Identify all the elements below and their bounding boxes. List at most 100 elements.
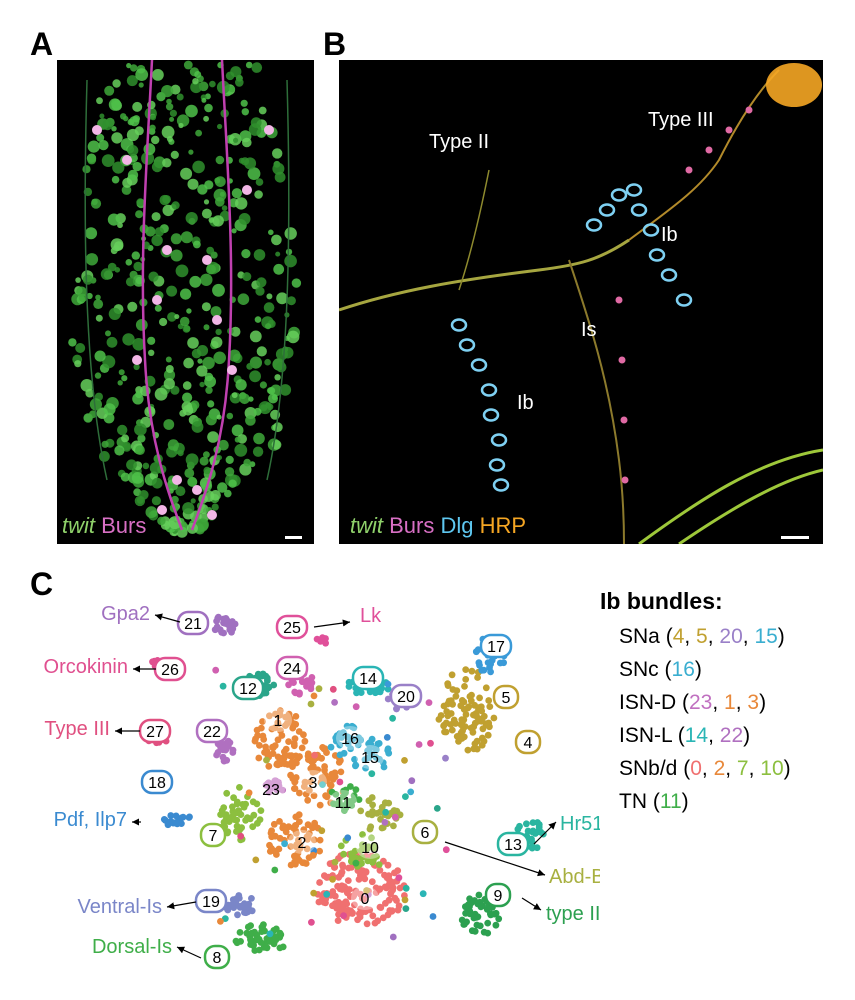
cluster-label-27: 27	[146, 724, 164, 741]
umap-point	[368, 878, 376, 886]
umap-point	[475, 891, 483, 899]
umap-point	[229, 749, 237, 756]
umap-point-stray	[402, 793, 409, 800]
umap-point	[257, 807, 265, 814]
umap-point	[473, 921, 481, 929]
umap-point-stray	[395, 874, 403, 882]
umap-point	[231, 809, 239, 817]
umap-point	[287, 843, 295, 850]
umap-point	[468, 667, 476, 675]
umap-point	[352, 762, 359, 770]
umap-point	[291, 785, 298, 792]
umap-point	[263, 674, 271, 682]
umap-point	[303, 845, 311, 853]
umap-point	[288, 758, 296, 766]
umap-point	[478, 734, 486, 742]
umap-point	[275, 845, 283, 853]
umap-point	[367, 740, 375, 748]
umap-point	[533, 844, 541, 852]
umap-point	[473, 737, 481, 745]
cluster-label-box-9	[484, 882, 512, 908]
umap-point	[219, 810, 227, 818]
umap-point	[249, 823, 257, 831]
umap-point-stray	[425, 699, 433, 706]
umap-point-stray	[331, 699, 338, 706]
cluster-label-2: 2	[298, 835, 307, 852]
umap-point	[329, 902, 336, 910]
umap-point	[340, 850, 347, 858]
umap-point	[338, 868, 346, 876]
umap-point	[379, 759, 387, 766]
cluster-label-box-8	[203, 944, 231, 970]
umap-point	[453, 687, 461, 694]
cluster-label-halo-0	[351, 886, 379, 910]
umap-point	[321, 763, 328, 770]
umap-point	[385, 872, 393, 879]
umap-point	[339, 901, 346, 909]
umap-point	[265, 789, 273, 796]
umap-point	[368, 794, 376, 801]
umap-point-stray	[419, 890, 427, 898]
umap-point	[262, 781, 270, 789]
umap-point-stray	[308, 918, 315, 926]
umap-point	[485, 697, 493, 704]
umap-point-stray	[319, 781, 326, 788]
umap-point	[244, 923, 252, 931]
umap-point-stray	[407, 788, 415, 796]
umap-point	[316, 879, 323, 886]
umap-point	[228, 618, 236, 625]
umap-point	[283, 720, 291, 728]
umap-point	[306, 787, 313, 794]
umap-point-stray	[318, 827, 326, 835]
legend-row: ISN-D (23, 1, 3)	[619, 691, 767, 714]
umap-point	[492, 909, 500, 917]
umap-point	[274, 736, 282, 744]
umap-point	[379, 824, 387, 831]
umap-point	[362, 908, 369, 915]
umap-point	[345, 886, 353, 893]
umap-point	[444, 680, 452, 688]
cluster-label-14: 14	[359, 671, 377, 688]
umap-point	[298, 744, 306, 752]
umap-point	[247, 931, 255, 938]
umap-point	[277, 931, 285, 939]
umap-point-stray	[389, 933, 397, 941]
annot-is: Is	[581, 319, 597, 341]
annotation-label: Ventral-Is	[78, 896, 162, 918]
umap-point-stray	[384, 680, 392, 688]
umap-point	[343, 722, 351, 730]
umap-point	[250, 811, 258, 819]
legend-cluster-id: 1	[724, 691, 736, 714]
umap-point	[486, 703, 494, 710]
umap-point-stray	[329, 875, 336, 883]
umap-point-stray	[315, 685, 323, 693]
umap-point	[260, 736, 268, 743]
umap-point	[369, 808, 376, 815]
umap-point	[348, 864, 355, 871]
cluster-label-halo-3	[299, 770, 327, 794]
umap-point	[285, 738, 292, 745]
umap-point-stray	[263, 756, 270, 764]
legend-cluster-id: 0	[690, 757, 702, 780]
umap-point	[476, 694, 483, 702]
cluster-label-21: 21	[184, 616, 202, 633]
annotation-label: Dorsal-Is	[92, 936, 172, 958]
cluster-label-box-4	[514, 729, 542, 755]
umap-point-stray	[310, 889, 318, 897]
umap-point	[287, 771, 294, 779]
vnc-neurites	[84, 60, 290, 531]
umap-point-stray	[382, 808, 390, 816]
annotation-arrow	[533, 821, 557, 845]
umap-point-stray	[309, 851, 317, 859]
umap-point	[362, 764, 369, 772]
umap-point	[320, 745, 328, 753]
annotation-arrow	[313, 619, 351, 628]
caption-b-0: twit	[350, 513, 383, 538]
umap-point-stray	[427, 739, 434, 747]
umap-point	[369, 912, 377, 920]
umap-point	[275, 782, 283, 790]
umap-point-stray	[310, 692, 318, 700]
annotation-label: Pdf, Ilp7	[54, 809, 127, 831]
umap-point	[384, 861, 392, 869]
umap-point	[276, 944, 284, 952]
